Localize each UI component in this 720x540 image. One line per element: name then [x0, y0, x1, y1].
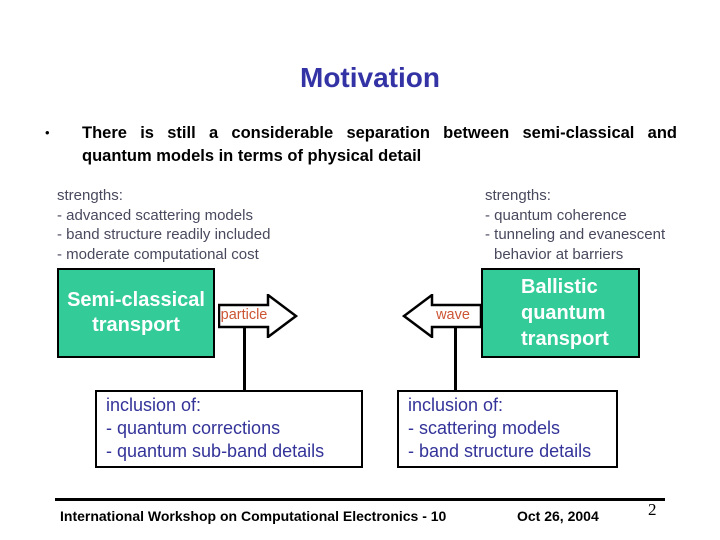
ballistic-quantum-transport-box: Ballistic quantum transport: [481, 268, 640, 358]
strengths-item: - quantum coherence: [485, 206, 627, 224]
strengths-item: - band structure readily included: [57, 226, 271, 243]
wave-connector-line: [454, 327, 457, 390]
wave-arrow-label: wave: [436, 307, 470, 323]
left-arrow-shape: [402, 294, 482, 338]
inclusion-item: - scattering models: [408, 418, 561, 438]
strengths-item: - advanced scattering models: [57, 206, 253, 224]
inclusion-item: - band structure details: [408, 441, 592, 461]
semiclassical-inclusion-box: inclusion of: - quantum corrections - qu…: [95, 390, 363, 468]
strengths-heading: strengths:: [485, 187, 551, 204]
bullet-marker: •: [45, 125, 50, 140]
strengths-item: - moderate computational cost: [57, 245, 259, 263]
box-line: transport: [521, 328, 609, 350]
footer-divider-line: [55, 498, 665, 501]
inclusion-heading: inclusion of:: [408, 395, 504, 415]
strengths-item-continuation: behavior at barriers: [494, 245, 624, 263]
right-arrow-shape: [218, 294, 298, 338]
inclusion-item: - quantum sub-band details: [106, 441, 325, 461]
strengths-heading: strengths:: [57, 187, 123, 204]
inclusion-item: - quantum corrections: [106, 418, 281, 438]
inclusion-heading: inclusion of:: [106, 395, 202, 415]
bullet-text: There is still a considerable separation…: [82, 124, 677, 165]
bullet-point: • There is still a considerable separati…: [45, 122, 677, 168]
box-line: Ballistic: [521, 276, 598, 298]
semiclassical-transport-box: Semi-classical transport: [57, 268, 215, 358]
footer-conference-text: International Workshop on Computational …: [60, 508, 447, 524]
box-line: Semi-classical: [67, 289, 205, 311]
semiclassical-strengths-list: strengths: - advanced scattering models …: [57, 186, 270, 264]
quantum-strengths-list: strengths: - quantum coherence - tunneli…: [485, 186, 665, 264]
wave-left-arrow-icon: [402, 294, 482, 338]
quantum-inclusion-box: inclusion of: - scattering models - band…: [397, 390, 618, 468]
slide-title: Motivation: [300, 62, 440, 93]
footer-date: Oct 26, 2004: [517, 508, 599, 524]
particle-right-arrow-icon: [218, 294, 298, 338]
particle-connector-line: [243, 327, 246, 390]
box-line: transport: [92, 314, 180, 336]
strengths-item: - tunneling and evanescent: [485, 226, 666, 243]
box-line: quantum: [521, 302, 606, 324]
particle-arrow-label: particle: [220, 307, 268, 323]
slide-page-number: 2: [648, 500, 657, 519]
